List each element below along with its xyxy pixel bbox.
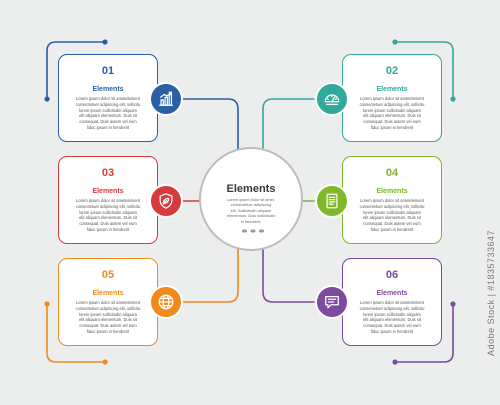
step-number: 02 bbox=[385, 65, 399, 77]
step-body: Lorem ipsum dolor sit ametelement consec… bbox=[359, 96, 425, 130]
step-body: Lorem ipsum dolor sit ametelement consec… bbox=[75, 300, 141, 334]
step-heading: Elements bbox=[376, 86, 408, 93]
document-icon bbox=[315, 184, 349, 218]
step-number: 04 bbox=[385, 167, 399, 179]
step-body: Lorem ipsum dolor sit ametelement consec… bbox=[75, 96, 141, 130]
step-heading: Elements bbox=[376, 188, 408, 195]
step-number: 01 bbox=[101, 65, 115, 77]
step-heading: Elements bbox=[92, 188, 124, 195]
step-heading: Elements bbox=[92, 86, 124, 93]
step-card-01: 01 Elements Lorem ipsum dolor sit ametel… bbox=[58, 54, 158, 142]
step-card-04: 04 Elements Lorem ipsum dolor sit ametel… bbox=[342, 156, 442, 244]
shield-leaf-icon bbox=[149, 184, 183, 218]
step-number: 06 bbox=[385, 269, 399, 281]
step-body: Lorem ipsum dolor sit ametelement consec… bbox=[359, 198, 425, 232]
step-heading: Elements bbox=[376, 290, 408, 297]
step-number: 03 bbox=[101, 167, 115, 179]
step-number: 05 bbox=[101, 269, 115, 281]
chat-bubble-icon bbox=[315, 285, 349, 319]
step-body: Lorem ipsum dolor sit ametelement consec… bbox=[75, 198, 141, 232]
step-card-02: 02 Elements Lorem ipsum dolor sit ametel… bbox=[342, 54, 442, 142]
gauge-icon bbox=[315, 82, 349, 116]
step-card-06: 06 Elements Lorem ipsum dolor sit ametel… bbox=[342, 258, 442, 346]
hub-title: Elements bbox=[226, 183, 276, 195]
step-card-05: 05 Elements Lorem ipsum dolor sit ametel… bbox=[58, 258, 158, 346]
step-body: Lorem ipsum dolor sit ametelement consec… bbox=[359, 300, 425, 334]
step-card-03: 03 Elements Lorem ipsum dolor sit ametel… bbox=[58, 156, 158, 244]
step-heading: Elements bbox=[92, 290, 124, 297]
hub-body: Lorem ipsum dolor sit amet, consectetuer… bbox=[226, 197, 276, 224]
stock-watermark: Adobe Stock | #1835733647 bbox=[486, 230, 496, 356]
central-hub: Elements Lorem ipsum dolor sit amet, con… bbox=[199, 147, 303, 251]
bar-chart-icon bbox=[149, 82, 183, 116]
dash-decoration bbox=[242, 229, 264, 233]
globe-icon bbox=[149, 285, 183, 319]
